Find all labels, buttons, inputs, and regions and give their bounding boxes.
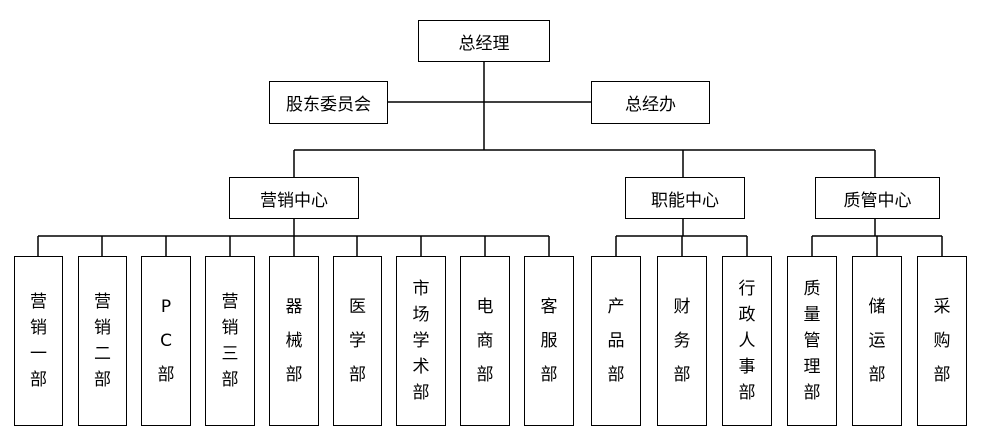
dept-label: 财务部 [673, 297, 691, 385]
dept-box: 行政人事部 [722, 256, 772, 426]
dept-box: 医学部 [333, 256, 382, 426]
dept-box: 采购部 [917, 256, 967, 426]
node-function-center: 职能中心 [625, 177, 745, 219]
dept-box: 财务部 [657, 256, 707, 426]
dept-label: 医学部 [349, 297, 366, 385]
node-quality-center: 质管中心 [815, 177, 940, 219]
dept-label: 产品部 [607, 297, 625, 385]
dept-label: 营销一部 [30, 292, 47, 390]
node-general-manager: 总经理 [418, 20, 550, 62]
dept-label: 市场学术部 [412, 279, 430, 403]
dept-box: 营销三部 [205, 256, 255, 426]
dept-box: 储运部 [852, 256, 902, 426]
dept-label: 客服部 [540, 297, 558, 385]
dept-label: 营销二部 [94, 292, 111, 390]
dept-label: 器械部 [285, 297, 303, 385]
dept-box: 质量管理部 [787, 256, 837, 426]
node-marketing-center: 营销中心 [229, 177, 359, 219]
dept-box: 产品部 [591, 256, 641, 426]
dept-label: 营销三部 [221, 292, 239, 390]
node-shareholder-committee: 股东委员会 [269, 81, 388, 124]
dept-box: 市场学术部 [396, 256, 446, 426]
dept-box: 营销一部 [14, 256, 63, 426]
dept-label: 电商部 [476, 297, 494, 385]
dept-box: 电商部 [460, 256, 510, 426]
dept-label: 行政人事部 [738, 279, 756, 403]
dept-label: 采购部 [933, 297, 951, 385]
dept-box: 器械部 [269, 256, 319, 426]
dept-box: 客服部 [524, 256, 574, 426]
dept-box: 营销二部 [78, 256, 127, 426]
dept-label: 质量管理部 [803, 279, 821, 403]
node-general-office: 总经办 [591, 81, 710, 124]
dept-label: 储运部 [868, 297, 886, 385]
